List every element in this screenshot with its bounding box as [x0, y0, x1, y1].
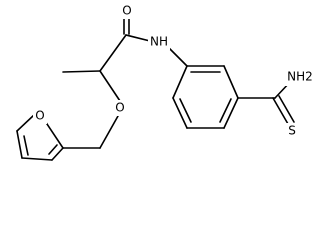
bond-ring-2-3-inner: [179, 98, 192, 123]
bond-alpha-ether-o: [99, 70, 121, 102]
bond-ring-2-3: [172, 97, 188, 129]
bond-furan-c3-c2-inner: [48, 144, 58, 155]
bond-furan-c4-c3: [21, 157, 53, 161]
bond-ring-1-2: [172, 65, 188, 99]
bond-furan-c2-o: [44, 120, 64, 149]
bond-ring-4-5: [223, 97, 239, 129]
bond-furan-c5-c4-inner: [23, 135, 29, 156]
bond-ether-o-ch2: [99, 115, 119, 149]
furan-oxygen-label: O: [35, 109, 44, 123]
bond-alpha-methyl: [62, 70, 101, 73]
bond-ring-5-6: [223, 65, 239, 99]
ether-oxygen-label: O: [115, 101, 124, 115]
bond-furan-o-c5: [16, 114, 35, 132]
thioamide-nh2-label: NH2: [287, 70, 313, 84]
molecule-structure: O NH O O NH2 S: [16, 3, 317, 161]
bond-thioamide-s-b: [278, 95, 295, 123]
bond-carbonyl-nh: [125, 34, 151, 42]
bond-ring-4-5-inner: [219, 98, 232, 123]
thioamide-sulfur-label: S: [288, 124, 296, 138]
bond-furan-c3-c2: [51, 147, 64, 161]
bond-lines: [16, 12, 295, 161]
amide-oxygen-label: O: [122, 4, 131, 18]
atom-labels: O NH O O NH2 S: [33, 3, 317, 139]
bond-carbonyl-alpha: [99, 34, 127, 72]
bond-thioamide-s-a: [272, 97, 289, 125]
amide-nitrogen-label: NH: [150, 35, 168, 49]
bond-nh-aryl: [167, 46, 188, 67]
bond-furan-c5-c4: [16, 130, 23, 159]
